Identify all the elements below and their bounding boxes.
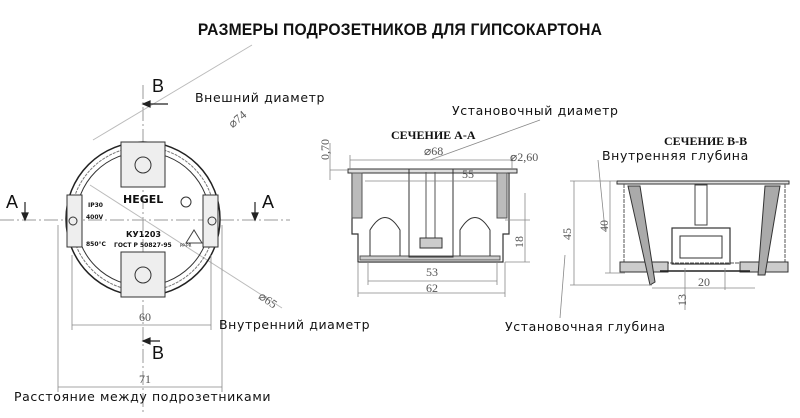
dim-40: 40: [597, 220, 611, 232]
section-arrows: [21, 100, 259, 345]
dim-d2-60: ⌀2,60: [510, 150, 539, 164]
dim-13: 13: [675, 294, 689, 306]
dim-53: 53: [426, 265, 438, 279]
width-60-value: 60: [139, 310, 151, 324]
width-71-value: 71: [139, 372, 151, 386]
ip-marking: IP30: [88, 202, 103, 209]
section-bb-title: СЕЧЕНИЕ В-В: [664, 134, 748, 148]
brand-marking: HEGEL: [123, 193, 164, 206]
install-diameter-label: Установочный диаметр: [452, 103, 619, 118]
dim-0-70: 0,70: [318, 139, 332, 160]
section-mark-a-left: A: [6, 192, 19, 212]
standard-marking: ГОСТ Р 50827-95: [114, 242, 172, 249]
section-bb-dimension-lines: [559, 159, 755, 319]
section-mark-a-right: A: [262, 192, 275, 212]
socket-box-top-view: [65, 141, 221, 298]
outer-diameter-label: Внешний диаметр: [195, 90, 326, 105]
section-aa-dimension-lines: [329, 119, 541, 297]
section-aa-title: СЕЧЕНИЕ А-А: [391, 128, 476, 142]
install-depth-label: Установочная глубина: [505, 319, 666, 334]
dim-d68: ⌀68: [424, 144, 444, 158]
material-marking: PP-PR: [180, 243, 192, 248]
section-bb-drawing: [616, 180, 790, 286]
dim-55: 55: [462, 167, 474, 181]
voltage-marking: 400V: [86, 214, 104, 221]
inner-diameter-label: Внутренний диаметр: [219, 317, 371, 332]
page-title: РАЗМЕРЫ ПОДРОЗЕТНИКОВ ДЛЯ ГИПСОКАРТОНА: [197, 20, 603, 39]
dim-20: 20: [698, 275, 710, 289]
spacing-label: Расстояние между подрозетниками: [14, 389, 272, 404]
dim-45: 45: [560, 228, 574, 240]
top-view-dimension-lines: [57, 225, 223, 392]
temp-marking: 850°C: [86, 241, 106, 248]
dim-18: 18: [512, 236, 526, 248]
section-aa-drawing: [347, 168, 518, 263]
dim-62: 62: [426, 281, 438, 295]
top-view-centerlines: [0, 44, 290, 412]
section-mark-b-bottom: B: [152, 343, 165, 363]
inner-depth-label: Внутренняя глубина: [602, 148, 749, 163]
section-mark-b-top: B: [152, 76, 165, 96]
model-marking: КУ1203: [126, 230, 161, 239]
